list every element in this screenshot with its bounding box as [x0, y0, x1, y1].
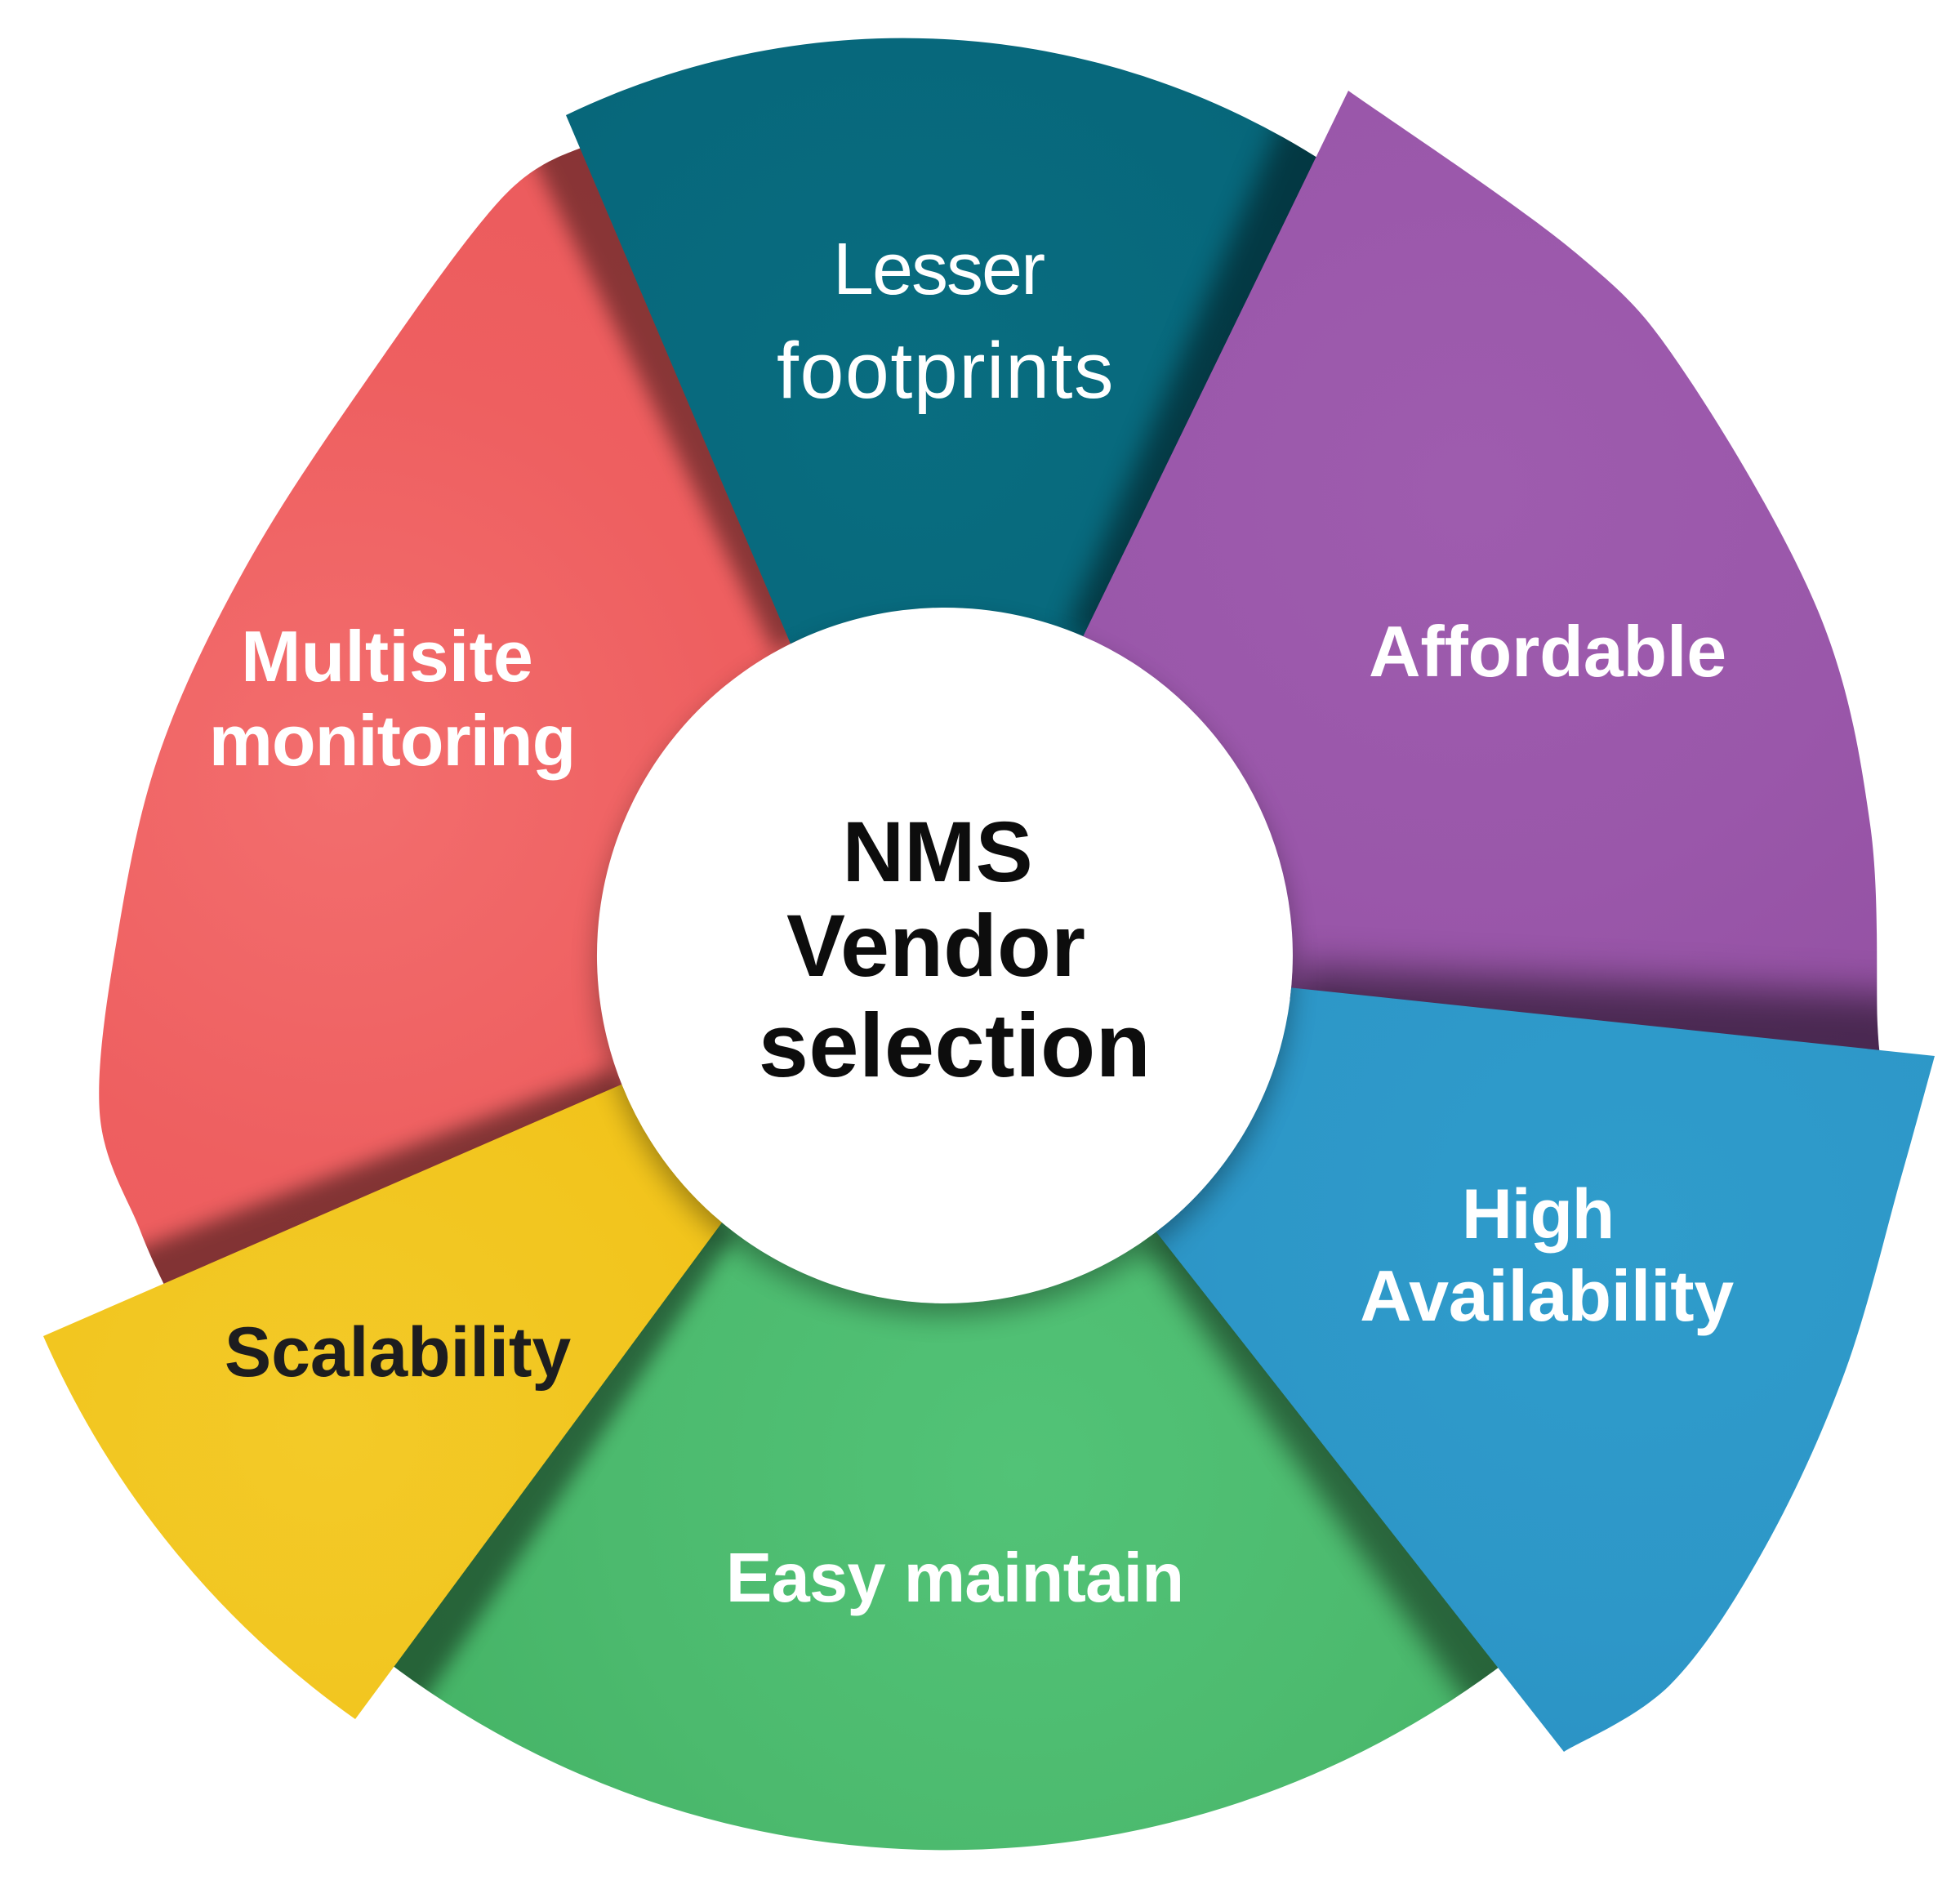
- svg-text:NMS: NMS: [842, 804, 1032, 900]
- svg-text:Availability: Availability: [1360, 1255, 1734, 1336]
- svg-text:monitoring: monitoring: [209, 700, 575, 781]
- svg-text:footprints: footprints: [777, 326, 1115, 415]
- svg-text:Easy maintain: Easy maintain: [726, 1539, 1184, 1617]
- svg-text:Multisite: Multisite: [241, 616, 533, 697]
- svg-text:Lesser: Lesser: [833, 229, 1045, 310]
- svg-text:Vendor: Vendor: [786, 896, 1085, 995]
- svg-text:Affordable: Affordable: [1369, 611, 1726, 692]
- svg-text:Scalability: Scalability: [225, 1313, 572, 1392]
- svg-text:selection: selection: [759, 996, 1151, 1096]
- svg-text:High: High: [1462, 1175, 1614, 1254]
